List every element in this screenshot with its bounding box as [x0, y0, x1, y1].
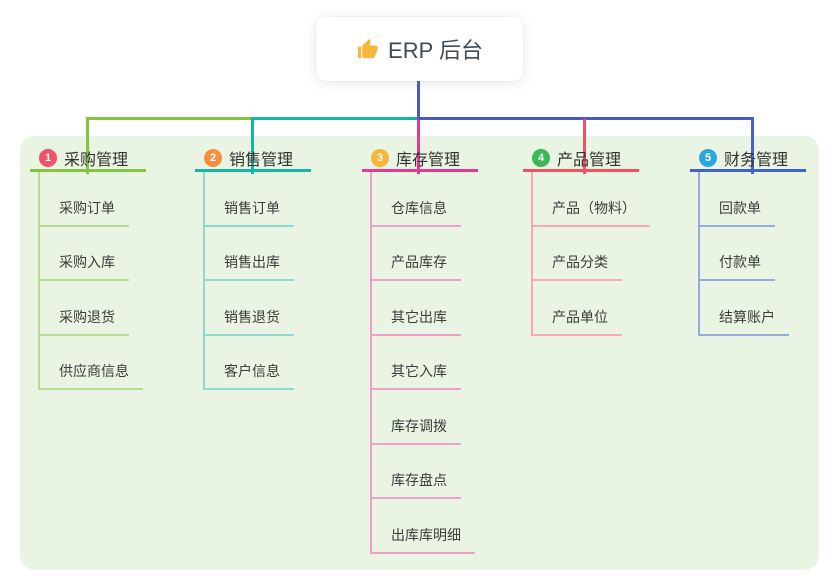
- tree-node[interactable]: 产品库存: [372, 227, 461, 281]
- tree-node[interactable]: 结算账户: [700, 281, 789, 336]
- branch-node-purchase[interactable]: 1 采购管理: [30, 146, 146, 172]
- branch-label: 销售管理: [229, 151, 294, 169]
- branch-items-finance: 回款单 付款单 结算账户: [698, 172, 806, 336]
- tree-node[interactable]: 供应商信息: [40, 336, 143, 390]
- branch-items-inventory: 仓库信息 产品库存 其它出库 其它入库 库存调拨 库存盘点 出库库明细: [370, 172, 478, 554]
- tree-node[interactable]: 客户信息: [205, 336, 294, 390]
- tree-node[interactable]: 其它入库: [372, 336, 461, 390]
- branch-label: 产品管理: [557, 151, 622, 169]
- branch-sales: 2 销售管理 销售订单 销售出库 销售退货 客户信息: [195, 146, 311, 390]
- connector-drop-product: [583, 119, 586, 174]
- branch-purchase: 1 采购管理 采购订单 采购入库 采购退货 供应商信息: [30, 146, 146, 390]
- branch-inventory: 3 库存管理 仓库信息 产品库存 其它出库 其它入库 库存调拨 库存盘点 出库库…: [362, 146, 478, 554]
- tree-node[interactable]: 采购入库: [40, 227, 129, 281]
- connector-root-drop: [417, 80, 420, 118]
- branch-label: 财务管理: [724, 151, 789, 169]
- branch-node-sales[interactable]: 2 销售管理: [195, 146, 311, 172]
- branch-finance: 5 财务管理 回款单 付款单 结算账户: [690, 146, 806, 336]
- tree-node[interactable]: 其它出库: [372, 281, 461, 336]
- branch-product: 4 产品管理 产品（物料） 产品分类 产品单位: [523, 146, 650, 336]
- tree-node[interactable]: 仓库信息: [372, 172, 461, 227]
- tree-node[interactable]: 库存调拨: [372, 390, 461, 445]
- connector-drop-finance: [751, 117, 754, 174]
- tree-node[interactable]: 出库库明细: [372, 499, 475, 554]
- tree-node[interactable]: 产品（物料）: [533, 172, 650, 227]
- connector-drop-sales: [251, 117, 254, 174]
- tree-node[interactable]: 销售退货: [205, 281, 294, 336]
- tree-node[interactable]: 付款单: [700, 227, 775, 281]
- tree-node[interactable]: 产品分类: [533, 227, 622, 281]
- tree-node[interactable]: 回款单: [700, 172, 775, 227]
- root-label: ERP 后台: [388, 38, 483, 63]
- connector-horizontal-purchase: [86, 117, 253, 120]
- connector-drop-purchase: [86, 117, 89, 174]
- tree-node[interactable]: 库存盘点: [372, 445, 461, 499]
- branch-node-inventory[interactable]: 3 库存管理: [362, 146, 478, 172]
- branch-node-finance[interactable]: 5 财务管理: [690, 146, 806, 172]
- connector-horizontal-sales: [252, 117, 418, 120]
- number-badge: 5: [699, 148, 717, 167]
- thumbs-up-icon: [356, 38, 379, 61]
- branch-label: 采购管理: [64, 151, 129, 169]
- number-badge: 1: [39, 148, 57, 167]
- tree-node[interactable]: 采购退货: [40, 281, 129, 336]
- branch-items-purchase: 采购订单 采购入库 采购退货 供应商信息: [38, 172, 146, 390]
- connector-horizontal-right: [417, 117, 754, 120]
- tree-node[interactable]: 产品单位: [533, 281, 622, 336]
- branch-items-sales: 销售订单 销售出库 销售退货 客户信息: [203, 172, 311, 390]
- number-badge: 2: [204, 148, 222, 167]
- branch-node-product[interactable]: 4 产品管理: [523, 146, 639, 172]
- number-badge: 4: [532, 148, 550, 167]
- branch-label: 库存管理: [396, 151, 461, 169]
- tree-node[interactable]: 销售订单: [205, 172, 294, 227]
- root-node[interactable]: ERP 后台: [316, 17, 523, 81]
- connector-drop-inventory: [417, 119, 420, 174]
- branch-items-product: 产品（物料） 产品分类 产品单位: [531, 172, 650, 336]
- number-badge: 3: [371, 148, 389, 167]
- tree-node[interactable]: 销售出库: [205, 227, 294, 281]
- tree-node[interactable]: 采购订单: [40, 172, 129, 227]
